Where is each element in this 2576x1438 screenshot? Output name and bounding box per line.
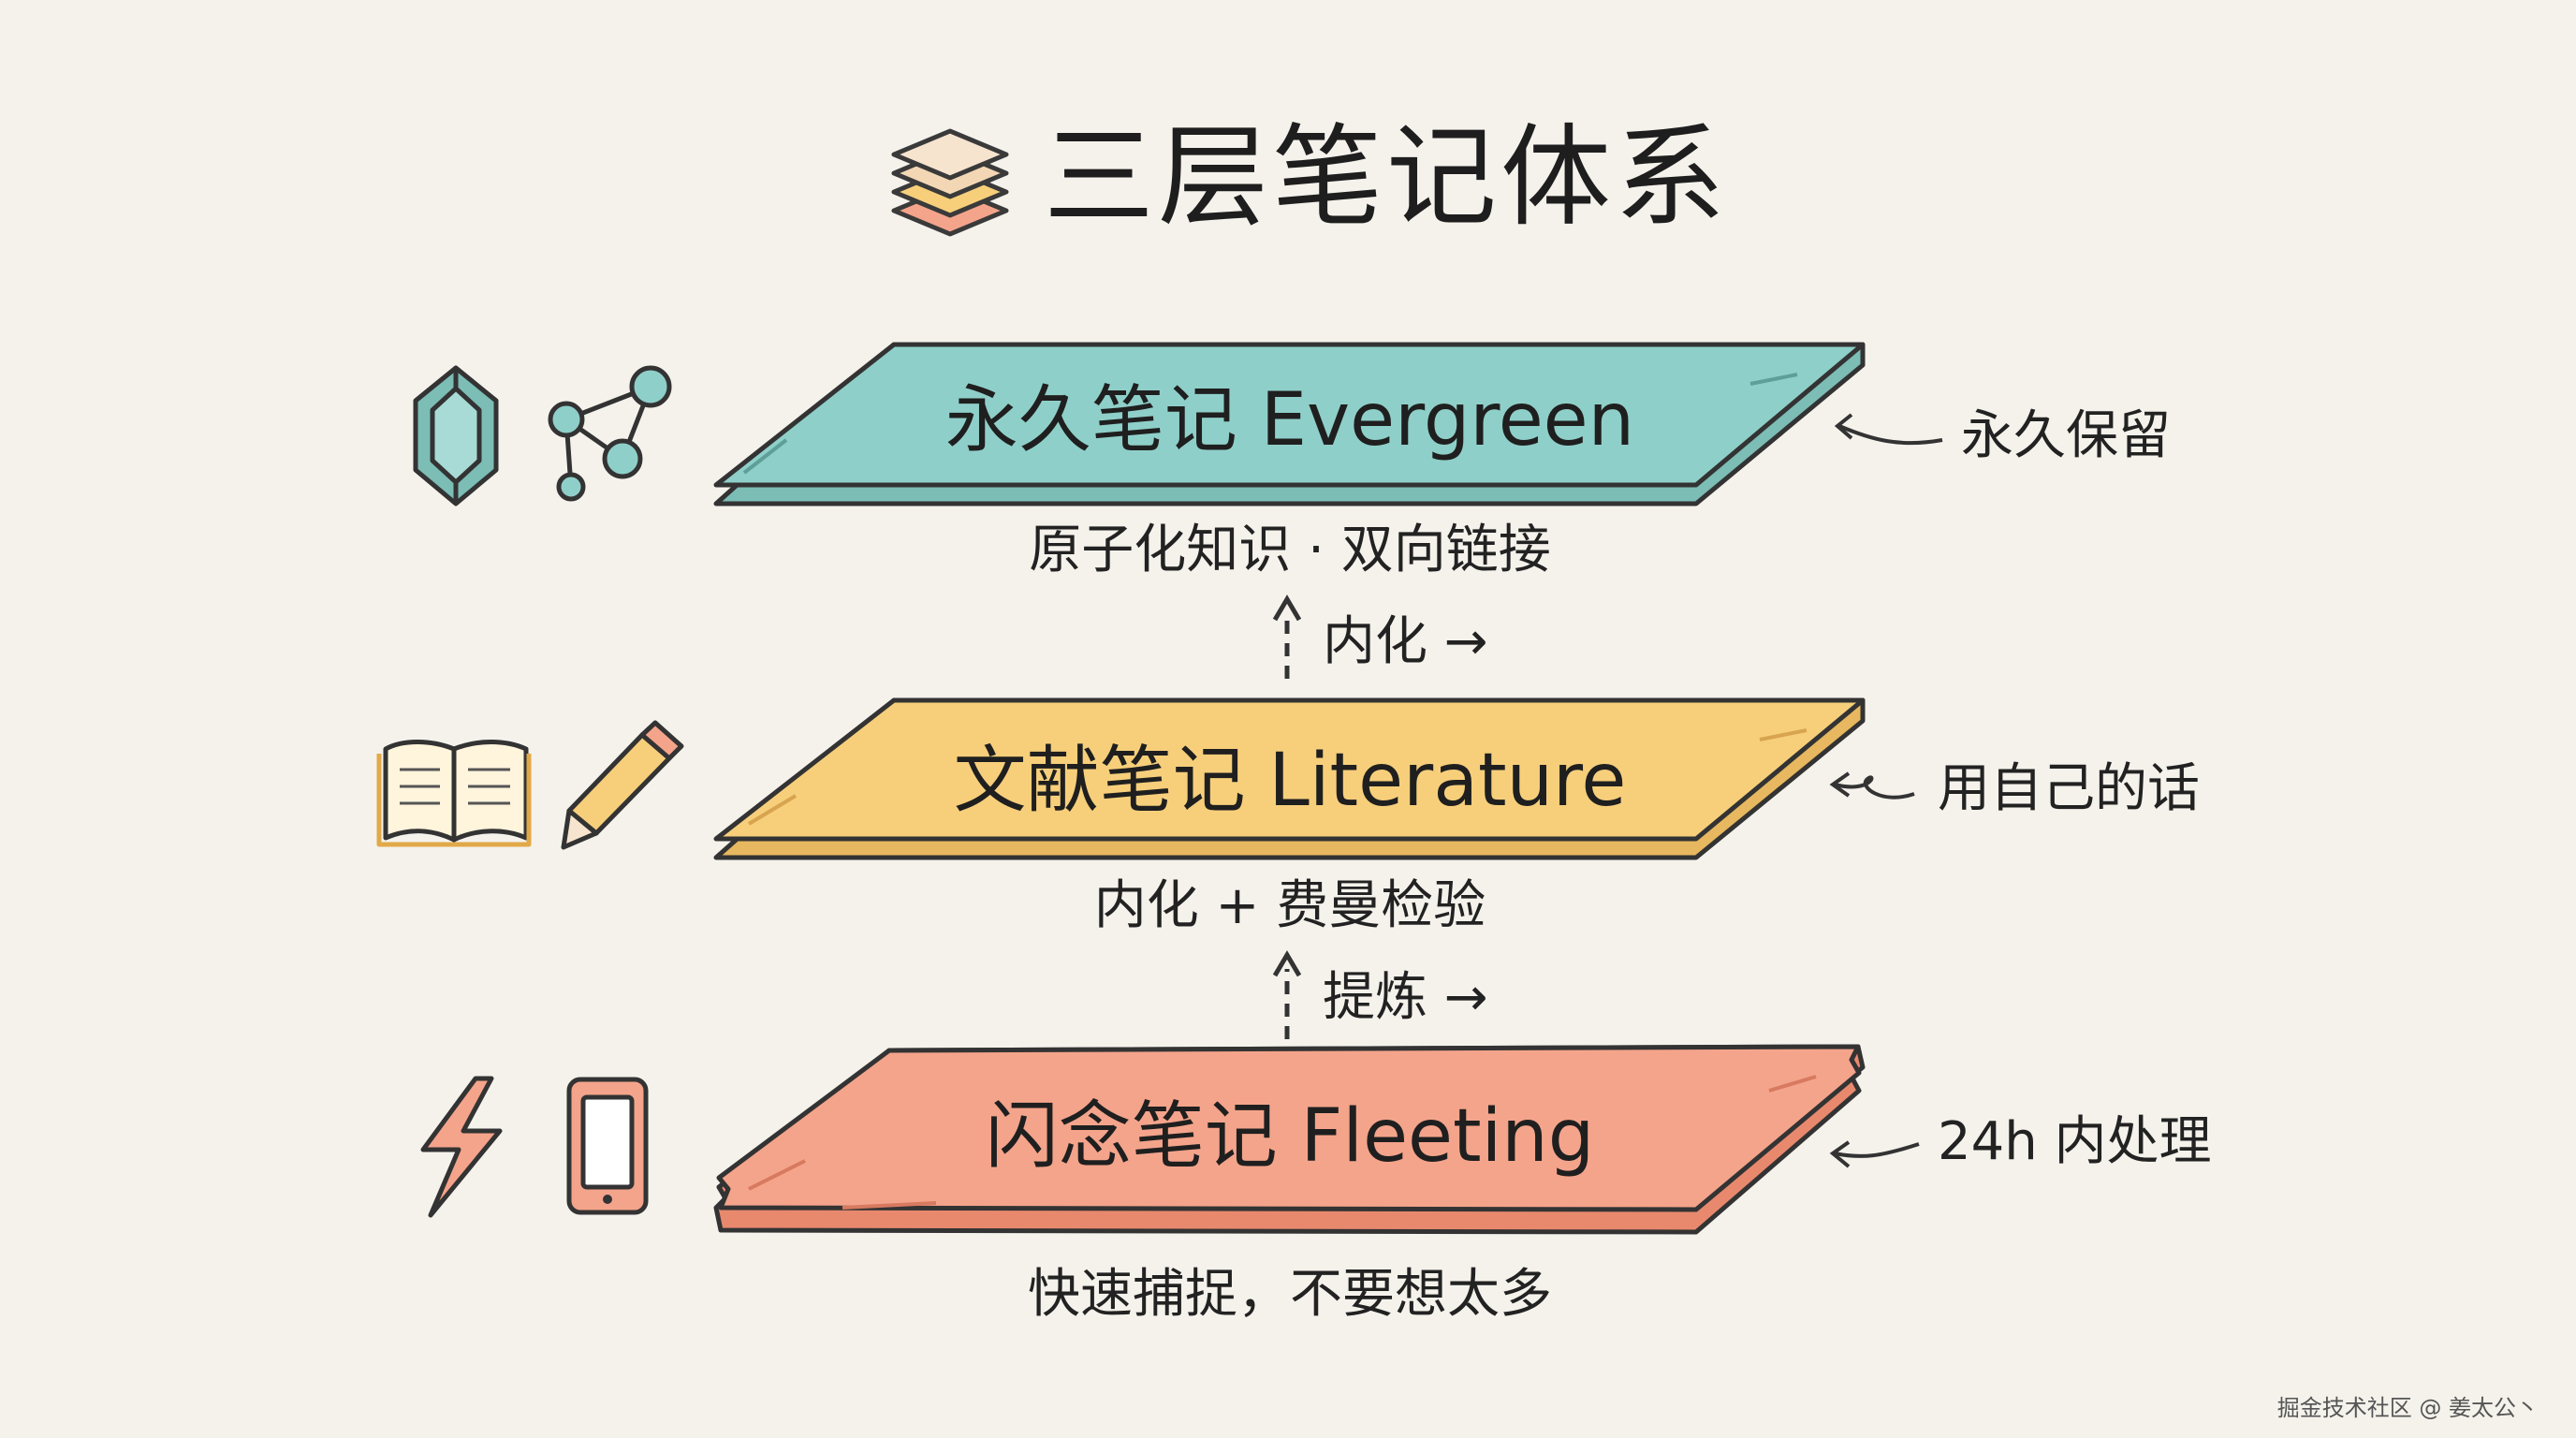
pointer-arrow-fleeting [1829,1140,1920,1168]
stacked-layers-icon [891,128,1009,237]
layer-note-literature: 用自己的话 [1938,758,2200,819]
layer-subtitle-fleeting: 快速捕捉，不要想太多 [1028,1264,1552,1325]
phone-icon [566,1077,649,1215]
slab-literature [713,697,1866,860]
step-label-lower: 提炼 → [1323,967,1488,1028]
gem-icon [413,365,499,506]
step-label-upper: 内化 → [1323,611,1488,672]
pointer-arrow-literature [1829,771,1915,800]
connector-lower [1272,950,1302,1039]
layer-note-fleeting: 24h 内处理 [1938,1111,2212,1172]
layer-note-evergreen: 永久保留 [1961,405,2171,466]
connector-upper [1272,594,1302,679]
credit-watermark: 掘金技术社区 @ 姜太公丶 [2276,1395,2539,1421]
open-book-icon [376,740,532,847]
layer-subtitle-literature: 内化 + 费曼检验 [1093,875,1486,936]
lightning-icon [420,1076,503,1218]
network-nodes-icon [548,365,672,502]
diagram-title: 三层笔记体系 [1044,112,1730,242]
slab-evergreen [713,342,1866,506]
layer-label-fleeting: 闪念笔记 Fleeting [985,1094,1595,1179]
slab-fleeting [713,1044,1866,1235]
pencil-icon [561,720,684,850]
layer-label-evergreen: 永久笔记 Evergreen [944,378,1635,462]
pointer-arrow-evergreen [1834,413,1943,446]
layer-label-literature: 文献笔记 Literature [953,739,1627,823]
layer-subtitle-evergreen: 原子化知识 · 双向链接 [1029,520,1551,580]
